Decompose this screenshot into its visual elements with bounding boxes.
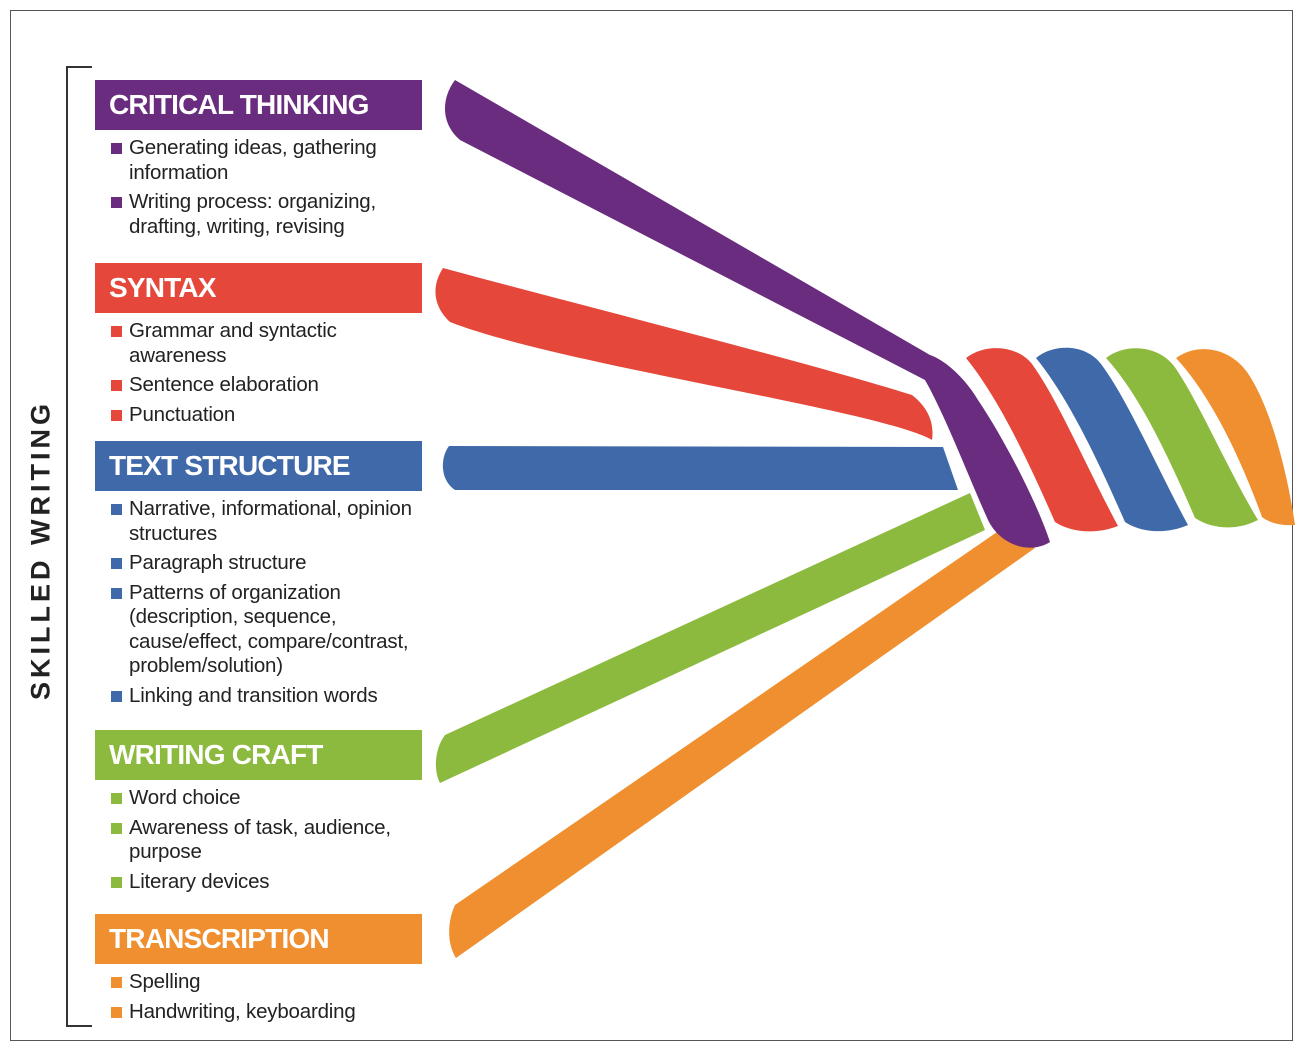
critical-thinking-list: Generating ideas, gathering information …	[95, 136, 435, 239]
writing-craft-strand	[435, 493, 986, 783]
section-critical-thinking: CRITICAL THINKING Generating ideas, gath…	[95, 80, 435, 244]
list-item: Narrative, informational, opinion struct…	[95, 497, 435, 546]
text-structure-list: Narrative, informational, opinion struct…	[95, 497, 435, 708]
list-item: Handwriting, keyboarding	[95, 1000, 435, 1025]
transcription-list: Spelling Handwriting, keyboarding	[95, 970, 435, 1024]
bullet-square-icon	[111, 558, 122, 569]
list-item: Punctuation	[95, 403, 435, 428]
section-syntax: SYNTAX Grammar and syntactic awareness S…	[95, 263, 435, 432]
list-item: Writing process: organizing, drafting, w…	[95, 190, 435, 239]
diagram-frame	[10, 10, 1293, 1041]
bullet-square-icon	[111, 690, 122, 702]
transcription-strand	[449, 530, 1035, 958]
skilled-writing-bracket	[66, 66, 92, 1027]
bullet-square-icon	[111, 977, 122, 988]
writing-craft-header: WRITING CRAFT	[95, 730, 422, 780]
list-item: Generating ideas, gathering information	[95, 136, 435, 185]
rope-red-segment	[966, 348, 1118, 532]
bullet-square-icon	[111, 793, 122, 804]
list-item: Awareness of task, audience, purpose	[95, 816, 435, 865]
bullet-square-icon	[111, 197, 122, 208]
list-item: Paragraph structure	[95, 551, 435, 576]
rope-orange-segment	[1176, 349, 1295, 526]
list-item: Word choice	[95, 786, 435, 811]
bullet-square-icon	[111, 587, 122, 599]
section-writing-craft: WRITING CRAFT Word choice Awareness of t…	[95, 730, 435, 899]
list-item: Grammar and syntactic awareness	[95, 319, 435, 368]
critical-thinking-strand	[444, 80, 1050, 548]
text-structure-strand	[442, 446, 958, 490]
list-item: Spelling	[95, 970, 435, 995]
syntax-strand	[435, 268, 933, 440]
bullet-square-icon	[111, 409, 122, 421]
bullet-square-icon	[111, 143, 122, 154]
syntax-list: Grammar and syntactic awareness Sentence…	[95, 319, 435, 427]
bullet-square-icon	[111, 380, 122, 391]
writing-craft-list: Word choice Awareness of task, audience,…	[95, 786, 435, 894]
transcription-header: TRANSCRIPTION	[95, 914, 422, 964]
bullet-square-icon	[111, 876, 122, 888]
list-item: Literary devices	[95, 870, 435, 895]
section-text-structure: TEXT STRUCTURE Narrative, informational,…	[95, 441, 435, 713]
bullet-square-icon	[111, 822, 122, 834]
bullet-square-icon	[111, 504, 122, 515]
rope-green-segment	[1106, 348, 1258, 528]
syntax-header: SYNTAX	[95, 263, 422, 313]
critical-thinking-header: CRITICAL THINKING	[95, 80, 422, 130]
list-item: Linking and transition words	[95, 684, 435, 709]
section-transcription: TRANSCRIPTION Spelling Handwriting, keyb…	[95, 914, 435, 1029]
list-item: Patterns of organization (description, s…	[95, 581, 435, 679]
text-structure-header: TEXT STRUCTURE	[95, 441, 422, 491]
bullet-square-icon	[111, 1006, 122, 1018]
rope-blue-segment	[1036, 347, 1188, 532]
list-item: Sentence elaboration	[95, 373, 435, 398]
bullet-square-icon	[111, 326, 122, 337]
